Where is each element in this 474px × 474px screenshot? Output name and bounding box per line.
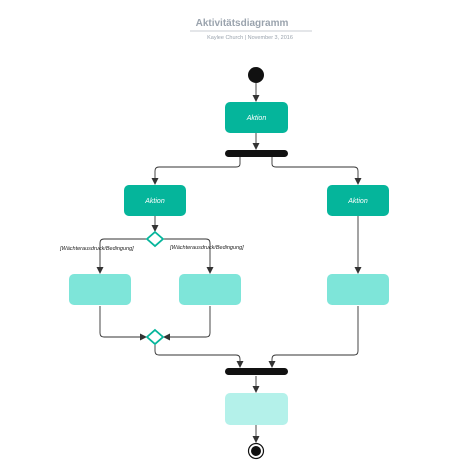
edge-left-box-to-merge <box>99 306 147 341</box>
action-box-right <box>327 185 389 216</box>
action-label-right: Aktion <box>347 198 368 205</box>
guard-label-left: [Wächterausdruck/Bedingung] <box>59 246 134 252</box>
edge-right-box-to-join <box>268 306 359 368</box>
edge-merge-to-join <box>154 345 244 368</box>
action-node-right[interactable]: Aktion <box>327 185 389 216</box>
action-node-left[interactable]: Aktion <box>124 185 186 216</box>
edge-fork-to-right-action <box>271 157 362 185</box>
merge-node[interactable] <box>145 328 165 346</box>
edge-fork-to-left-action <box>151 157 241 185</box>
action-box-lower-middle[interactable] <box>179 274 241 305</box>
fork-bar[interactable] <box>225 150 288 157</box>
end-node[interactable] <box>247 442 265 460</box>
edge-decision-to-mid-box <box>163 238 214 274</box>
start-node[interactable] <box>248 67 264 83</box>
decision-node[interactable] <box>145 230 165 248</box>
join-bar[interactable] <box>225 368 288 375</box>
edge-mid-box-to-merge <box>163 306 211 341</box>
action-label-left: Aktion <box>144 198 165 205</box>
edge-decision-to-left-box <box>96 238 147 274</box>
end-node-core <box>251 446 261 456</box>
action-box-lower-left[interactable] <box>69 274 131 305</box>
action-box-final[interactable] <box>225 393 288 425</box>
action-box-lower-right[interactable] <box>327 274 389 305</box>
action-node-top[interactable]: Aktion <box>225 102 288 133</box>
action-box-left <box>124 185 186 216</box>
action-box-top <box>225 102 288 133</box>
edges <box>96 83 362 443</box>
guard-label-right: [Wächterausdruck/Bedingung] <box>169 245 244 251</box>
page-title: Aktivitätsdiagramm <box>196 18 289 29</box>
action-label-top: Aktion <box>246 115 267 122</box>
page-subtitle: Kaylee Church | November 3, 2016 <box>207 35 293 41</box>
